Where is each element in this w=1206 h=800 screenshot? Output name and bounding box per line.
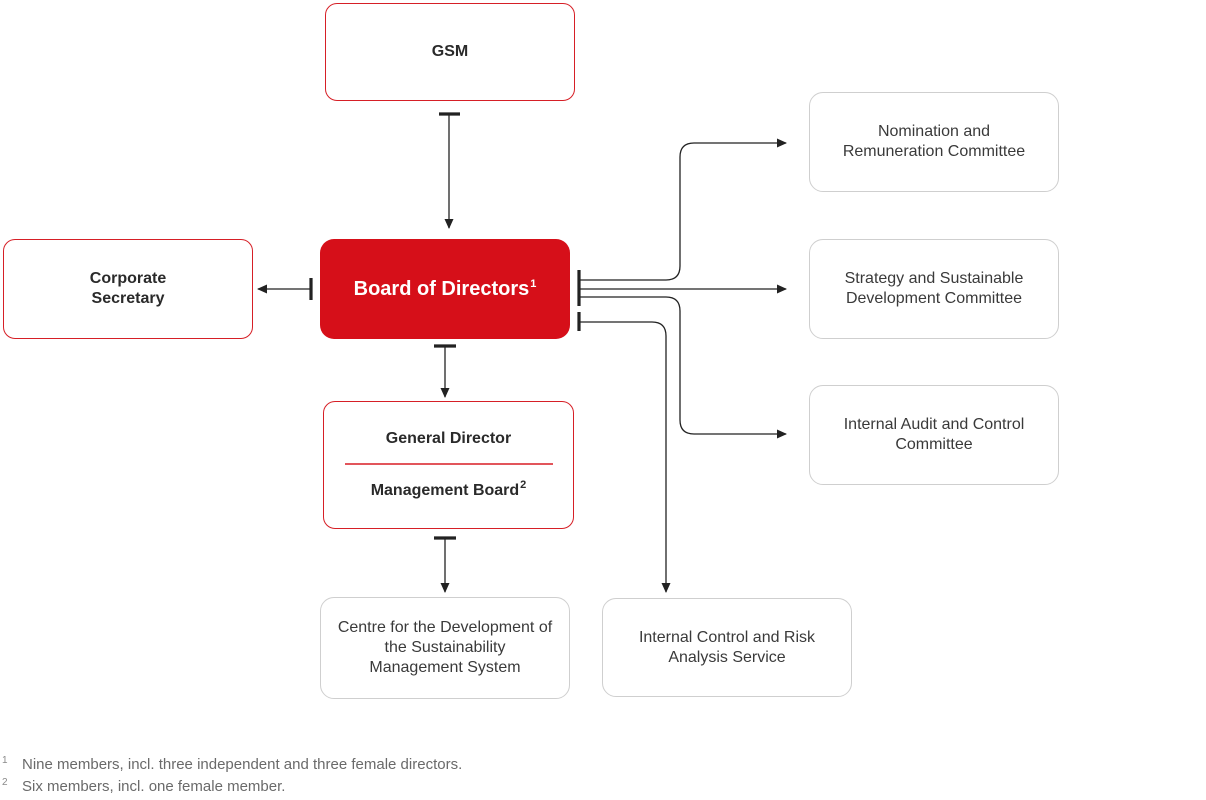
management-board-footnote-ref: 2	[520, 479, 527, 492]
footnote-1-text: Nine members, incl. three independent an…	[22, 756, 463, 773]
audit-committee-node: Internal Audit and Control Committee	[809, 385, 1059, 485]
management-board-label: Management Board	[370, 481, 520, 499]
general-director-node: General Director Management Board2	[323, 401, 574, 529]
footnote-2-number: 2	[2, 777, 8, 788]
board-of-directors-text: Board of Directors1	[354, 278, 537, 301]
management-board-text: Management Board2	[370, 479, 527, 501]
board-of-directors-node: Board of Directors1	[320, 239, 570, 339]
nomination-committee-node: Nomination and Remuneration Committee	[809, 92, 1059, 192]
connector-board-internal-control	[579, 321, 671, 593]
strategy-committee-node: Strategy and Sustainable Development Com…	[809, 239, 1059, 339]
connector-board-nomination	[579, 138, 787, 281]
internal-control-node: Internal Control and Risk Analysis Servi…	[602, 598, 852, 697]
corporate-secretary-node: Corporate Secretary	[3, 239, 253, 339]
general-director-divider	[344, 463, 553, 465]
footnote-2-text: Six members, incl. one female member.	[22, 778, 286, 795]
gsm-node: GSM	[325, 3, 575, 101]
centre-sustainability-node: Centre for the Development of the Sustai…	[320, 597, 570, 699]
centre-sustainability-label: Centre for the Development of the Sustai…	[337, 619, 553, 676]
footnote-1-number: 1	[2, 755, 8, 766]
nomination-committee-label: Nomination and Remuneration Committee	[842, 123, 1026, 160]
connector-board-audit	[579, 296, 787, 439]
corporate-secretary-label: Corporate Secretary	[89, 270, 167, 307]
board-footnote-ref: 1	[530, 277, 537, 290]
board-of-directors-label: Board of Directors	[353, 277, 530, 300]
audit-committee-label: Internal Audit and Control Committee	[843, 416, 1025, 453]
internal-control-label: Internal Control and Risk Analysis Servi…	[638, 628, 816, 666]
general-director-label: General Director	[385, 430, 512, 448]
gsm-label: GSM	[431, 43, 469, 60]
strategy-committee-label: Strategy and Sustainable Development Com…	[844, 270, 1024, 307]
